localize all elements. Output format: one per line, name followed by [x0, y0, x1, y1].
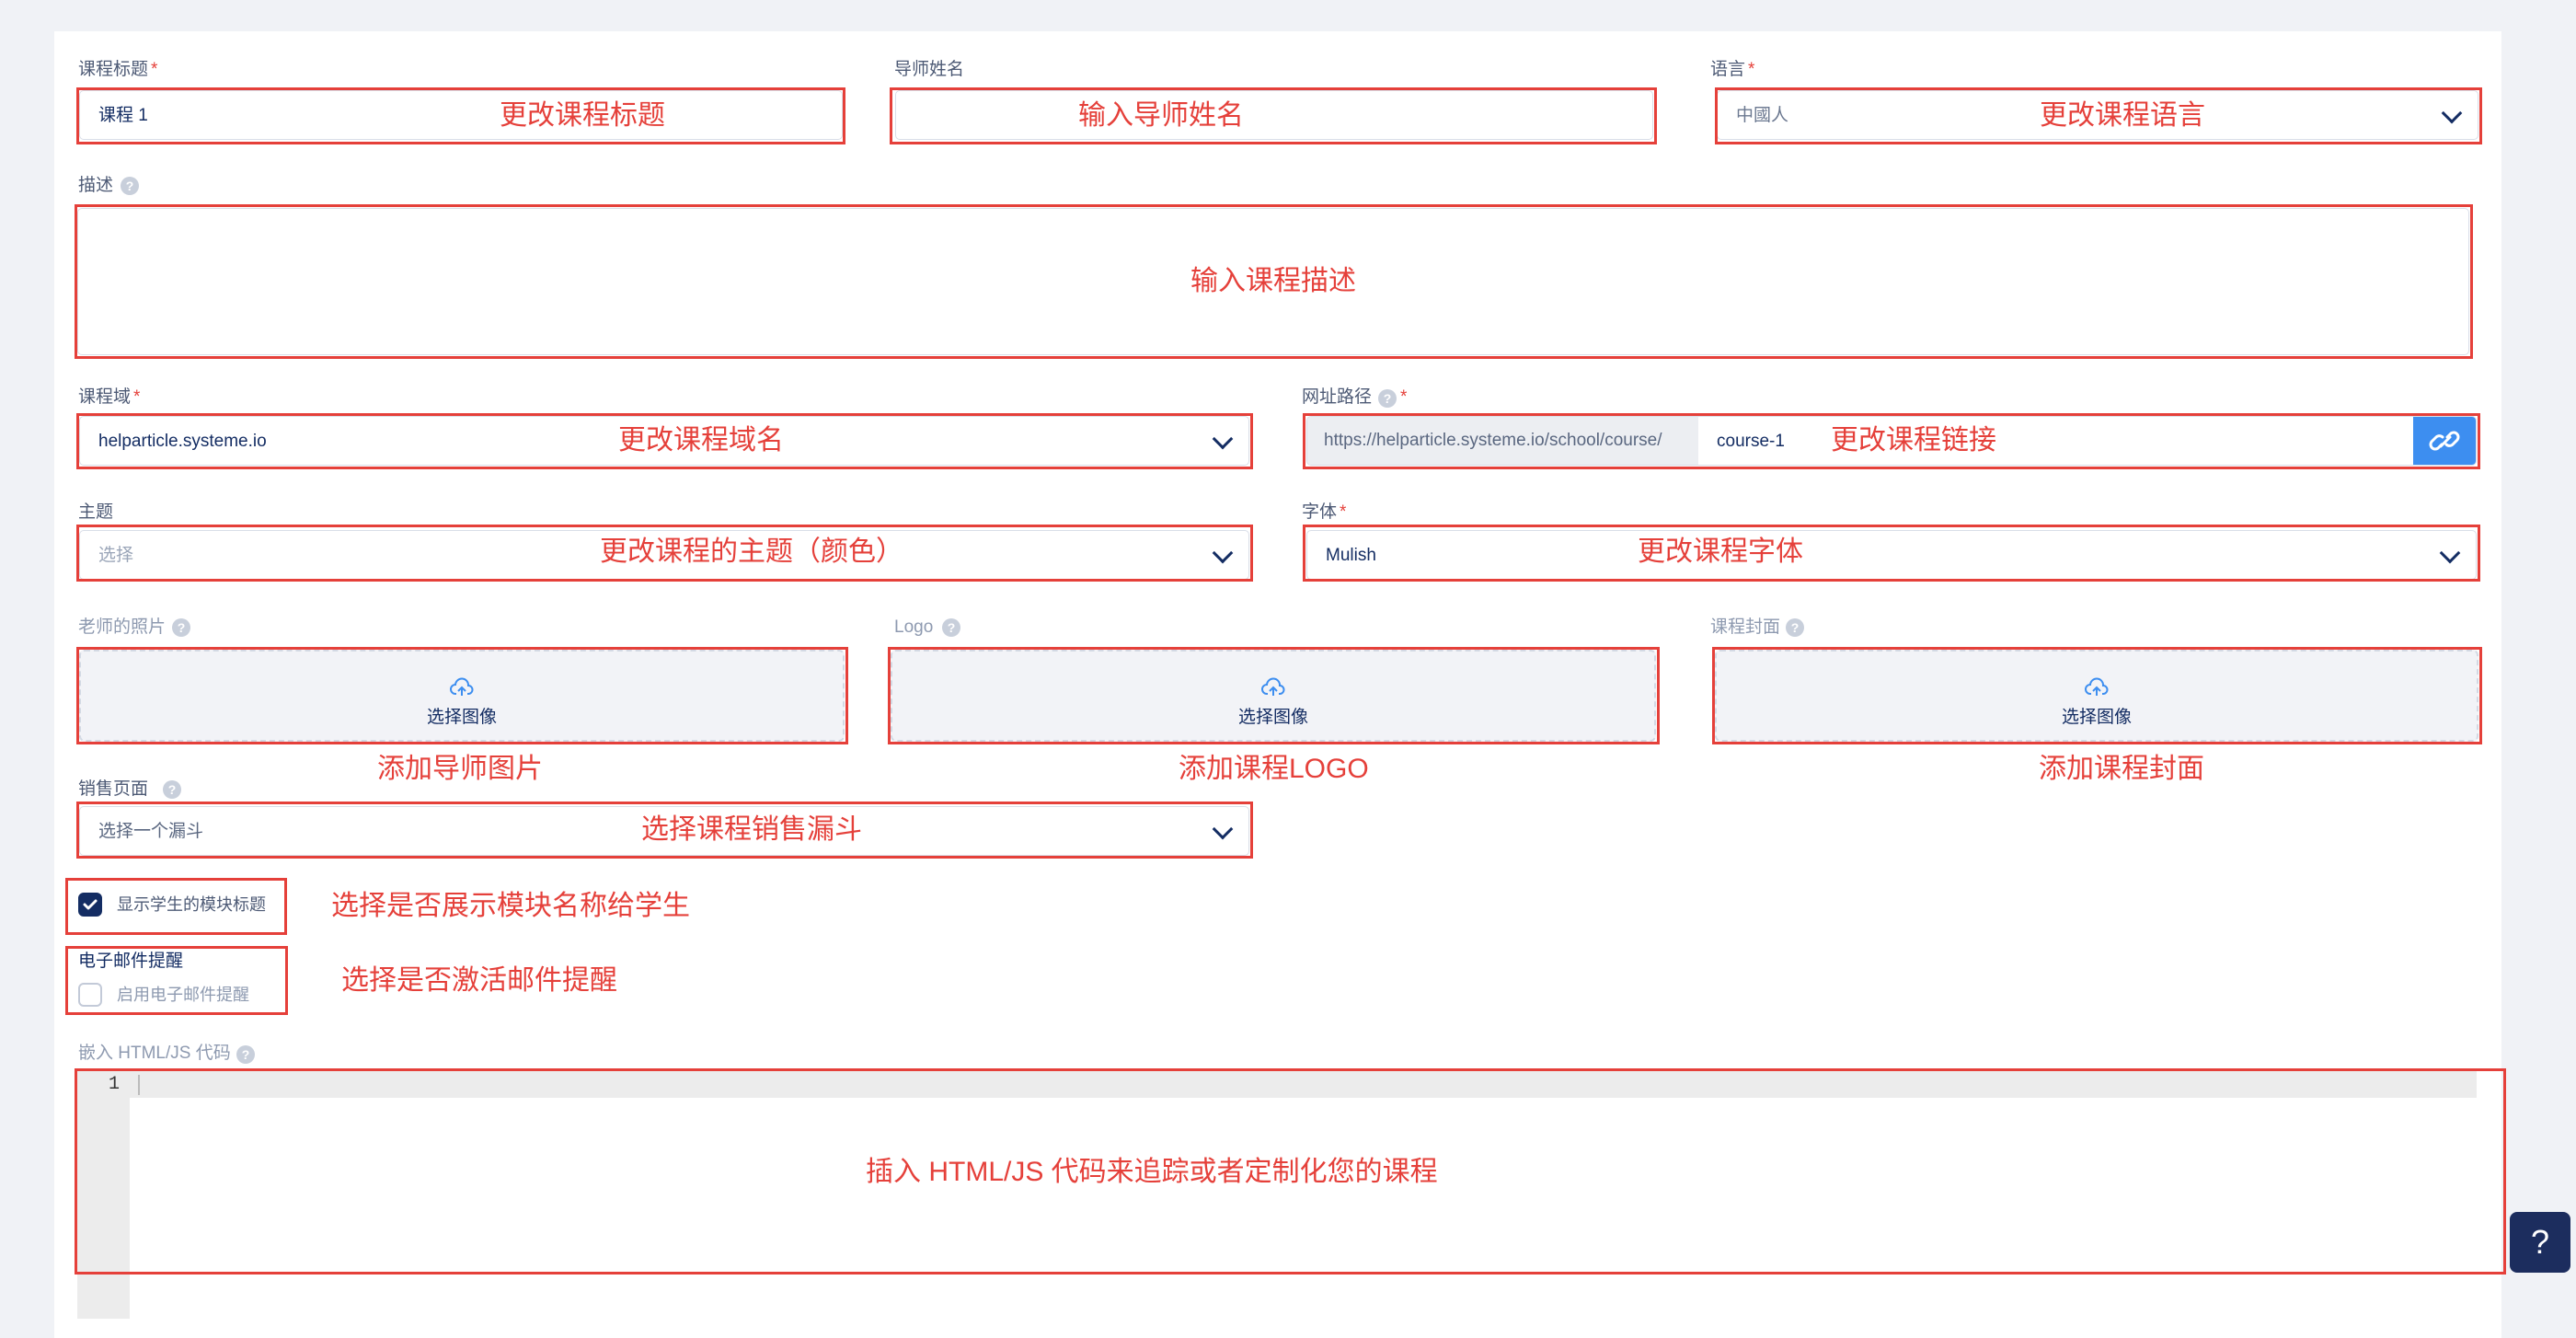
annotation-text: 更改课程标题 [500, 100, 665, 131]
language-select[interactable]: 中國人 [1717, 90, 2478, 140]
sales-page-label: 销售页面 [78, 779, 149, 799]
annotation-text: 选择是否激活邮件提醒 [341, 965, 617, 996]
show-module-titles-checkbox[interactable] [78, 893, 102, 917]
annotation-text: 选择课程销售漏斗 [641, 814, 862, 845]
copy-link-button[interactable] [2413, 417, 2476, 465]
annotation-box [76, 647, 848, 744]
email-reminder-checkbox[interactable] [78, 983, 102, 1007]
annotation-box [65, 946, 288, 1015]
instructor-name-label: 导师姓名 [894, 60, 965, 79]
course-domain-select[interactable]: helparticle.systeme.io [79, 416, 1249, 466]
annotation-box [890, 87, 1657, 144]
teacher-photo-label: 老师的照片 [78, 617, 167, 637]
active-line [130, 1070, 2477, 1098]
help-icon[interactable]: ? [236, 1045, 255, 1064]
annotation-text: 输入课程描述 [1190, 266, 1356, 296]
language-label: 语言* [1710, 60, 1755, 79]
url-path-label: 网址路径 [1302, 387, 1373, 407]
course-domain-label: 课程域* [78, 387, 141, 407]
annotation-text: 输入导师姓名 [1078, 100, 1244, 131]
description-textarea[interactable] [77, 208, 2469, 355]
annotation-box [76, 413, 1253, 469]
line-number: 1 [108, 1074, 120, 1095]
theme-select[interactable]: 选择 [79, 530, 1249, 580]
url-prefix: https://helparticle.systeme.io/school/co… [1307, 417, 1698, 465]
help-icon[interactable]: ? [942, 618, 960, 637]
upload-cloud-icon [1261, 677, 1285, 696]
text-cursor [138, 1075, 140, 1095]
help-icon[interactable]: ? [121, 177, 139, 195]
annotation-text: 更改课程链接 [1831, 425, 1996, 456]
line-number-gutter [77, 1070, 130, 1319]
logo-label: Logo [894, 617, 934, 637]
logo-upload[interactable]: 选择图像 [891, 650, 1656, 742]
upload-cloud-icon [450, 677, 474, 696]
annotation-box [1715, 87, 2482, 144]
sales-funnel-select[interactable]: 选择一个漏斗 [79, 806, 1249, 856]
annotation-box [76, 802, 1253, 859]
annotation-box [75, 1068, 2506, 1275]
font-label: 字体* [1302, 502, 1347, 522]
embed-code-label: 嵌入 HTML/JS 代码 [78, 1044, 231, 1063]
annotation-box [1303, 413, 2480, 469]
annotation-box [65, 878, 287, 935]
annotation-text: 更改课程语言 [2040, 100, 2205, 131]
help-icon[interactable]: ? [1378, 389, 1397, 408]
annotation-text: 更改课程字体 [1638, 536, 1803, 567]
annotation-box [76, 525, 1253, 582]
instructor-name-input[interactable] [895, 90, 1653, 140]
annotation-text: 添加课程LOGO [1179, 754, 1369, 784]
teacher-photo-upload[interactable]: 选择图像 [79, 650, 845, 742]
url-slug-input[interactable]: course-1 [1717, 432, 1785, 451]
annotation-text: 添加课程封面 [2039, 754, 2204, 784]
theme-label: 主题 [78, 502, 114, 522]
annotation-text: 更改课程域名 [618, 425, 784, 456]
email-reminder-checkbox-label: 启用电子邮件提醒 [117, 986, 249, 1004]
help-chat-button[interactable]: ? [2510, 1212, 2570, 1273]
email-reminder-label: 电子邮件提醒 [78, 952, 184, 971]
course-title-input[interactable]: 课程 1 [79, 90, 843, 140]
upload-cloud-icon [2085, 677, 2109, 696]
help-icon[interactable]: ? [1786, 618, 1804, 637]
course-cover-upload[interactable]: 选择图像 [1715, 650, 2478, 742]
annotation-box [75, 204, 2473, 359]
annotation-box [888, 647, 1660, 744]
annotation-text: 插入 HTML/JS 代码来追踪或者定制化您的课程 [866, 1157, 1438, 1187]
code-editor[interactable]: 1 [77, 1070, 2478, 1319]
check-icon [83, 899, 98, 910]
url-path-required: * [1400, 387, 1408, 407]
help-icon[interactable]: ? [163, 780, 181, 799]
show-module-titles-label: 显示学生的模块标题 [117, 895, 266, 914]
annotation-box [76, 87, 845, 144]
link-icon [2429, 431, 2460, 451]
annotation-text: 添加导师图片 [377, 754, 543, 784]
annotation-text: 选择是否展示模块名称给学生 [331, 891, 690, 921]
help-icon[interactable]: ? [172, 618, 190, 637]
annotation-box [1303, 525, 2480, 582]
url-path-group: https://helparticle.systeme.io/school/co… [1306, 416, 2477, 466]
course-title-label: 课程标题* [78, 60, 158, 79]
annotation-box [1712, 647, 2482, 744]
course-cover-label: 课程封面 [1710, 617, 1781, 637]
annotation-text: 更改课程的主题（颜色） [600, 536, 903, 567]
description-label: 描述 [78, 176, 114, 195]
